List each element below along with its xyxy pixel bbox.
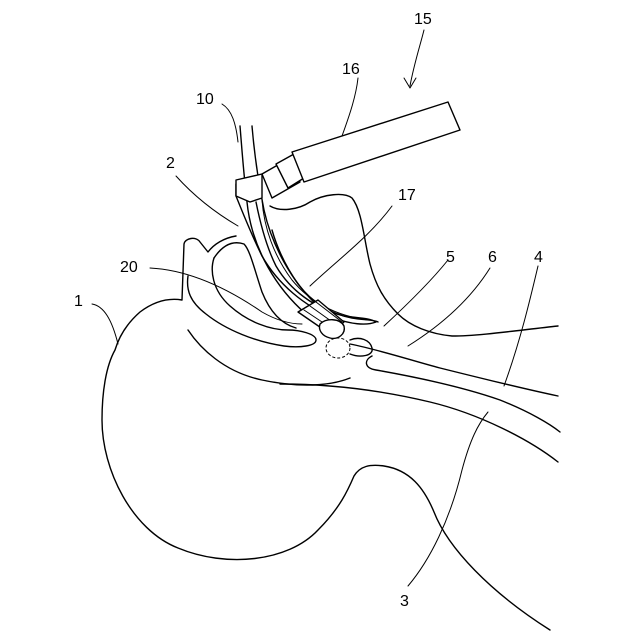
label-3: 3 [400, 593, 409, 610]
leader-17 [310, 206, 392, 286]
label-5: 5 [446, 249, 455, 266]
blade-heel [236, 174, 262, 202]
leader-16 [342, 78, 358, 136]
tip-bulb [319, 320, 344, 339]
label-6: 6 [488, 249, 497, 266]
leader-4 [504, 266, 538, 386]
label-2: 2 [166, 155, 175, 172]
handle [292, 102, 460, 182]
cuff-dashed [326, 338, 350, 358]
label-17: 17 [398, 187, 416, 204]
label-1: 1 [74, 293, 83, 310]
epiglottis [350, 338, 372, 356]
tongue [188, 258, 316, 347]
leader-10 [222, 104, 238, 142]
label-4: 4 [534, 249, 543, 266]
jaw-floor [188, 330, 350, 385]
leader-2 [176, 176, 238, 226]
head-outline [102, 236, 550, 630]
leader-20 [150, 268, 302, 324]
leader-5 [384, 260, 448, 326]
leader-1 [92, 304, 118, 344]
airway-lower [280, 384, 558, 462]
leader-15 [410, 30, 424, 86]
label-16: 16 [342, 61, 360, 78]
airway-upper [350, 344, 558, 396]
label-10: 10 [196, 91, 214, 108]
label-20: 20 [120, 259, 138, 276]
leader-3 [408, 412, 488, 586]
label-15: 15 [414, 11, 432, 28]
